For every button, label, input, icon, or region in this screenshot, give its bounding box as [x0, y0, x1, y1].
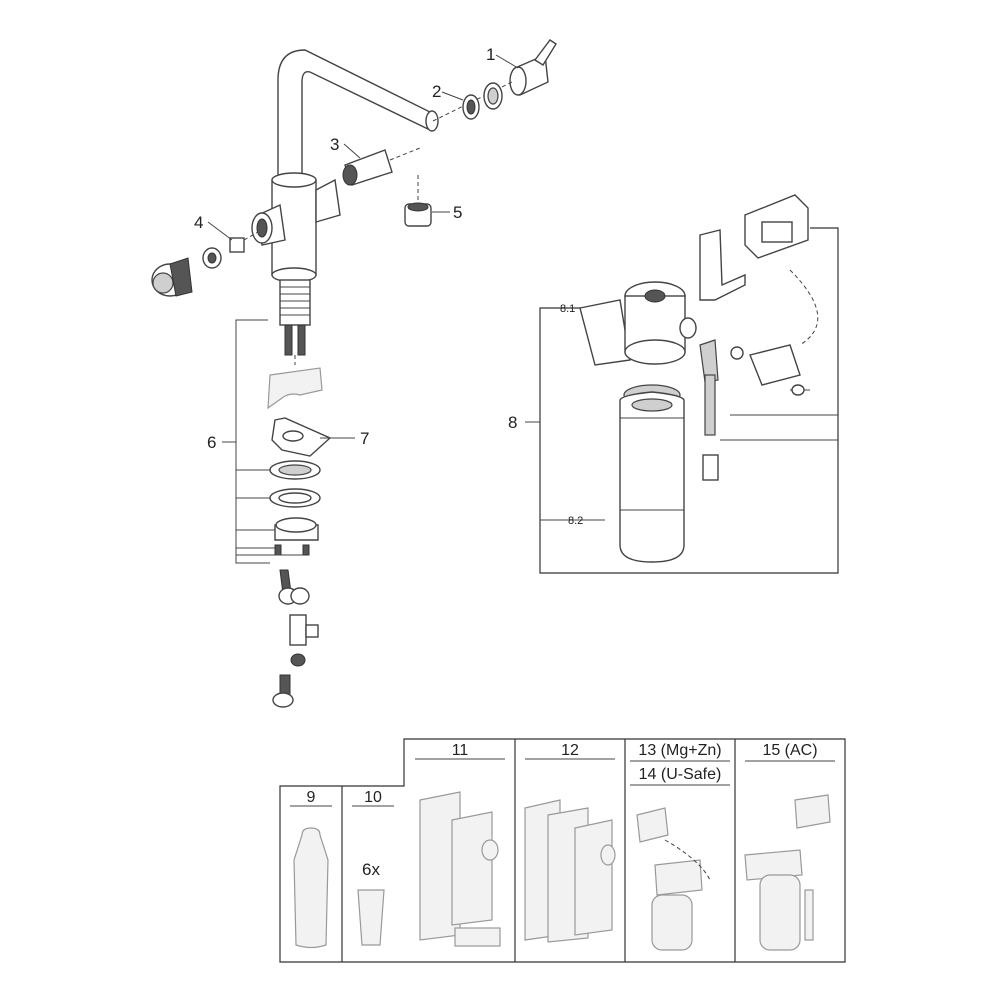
faucet-body	[251, 49, 439, 356]
accessory-header-9: 9	[307, 789, 316, 806]
accessory-quantity-10: 6x	[362, 860, 380, 879]
filter-system	[525, 194, 839, 574]
mounting-kit	[267, 355, 332, 708]
part-4-aerator-parts	[151, 231, 259, 297]
label-part-5: 5	[453, 203, 462, 222]
filter-kit-mgzn-icon	[636, 807, 711, 951]
label-part-1: 1	[486, 45, 495, 64]
accessory-header-14: 14 (U-Safe)	[639, 766, 722, 783]
accessory-header-15: 15 (AC)	[762, 742, 817, 759]
label-part-7: 7	[360, 429, 369, 448]
glass-icon	[357, 889, 385, 946]
accessory-table	[279, 738, 846, 963]
label-part-4: 4	[194, 213, 203, 232]
bracket-6-leaders	[222, 319, 355, 564]
part-5-sleeve	[404, 175, 432, 227]
bottle-icon	[293, 827, 329, 949]
accessory-header-11: 11	[452, 742, 469, 759]
label-part-8-2: 8.2	[568, 515, 583, 527]
part-3-cartridge	[342, 147, 421, 186]
label-part-2: 2	[432, 82, 441, 101]
accessory-header-13: 13 (Mg+Zn)	[638, 742, 721, 759]
accessory-header-12: 12	[561, 742, 579, 759]
label-part-8-1: 8.1	[560, 303, 575, 315]
callout-leaders	[207, 54, 519, 241]
part-2-rings	[462, 82, 503, 120]
filter-kit-ac-icon	[744, 794, 831, 951]
accessory-header-10: 10	[364, 789, 382, 806]
label-part-6: 6	[207, 433, 216, 452]
chiller-unit-icon	[419, 791, 501, 947]
chiller-carbonator-icon	[524, 799, 616, 943]
label-part-3: 3	[330, 135, 339, 154]
label-part-8: 8	[508, 413, 517, 432]
